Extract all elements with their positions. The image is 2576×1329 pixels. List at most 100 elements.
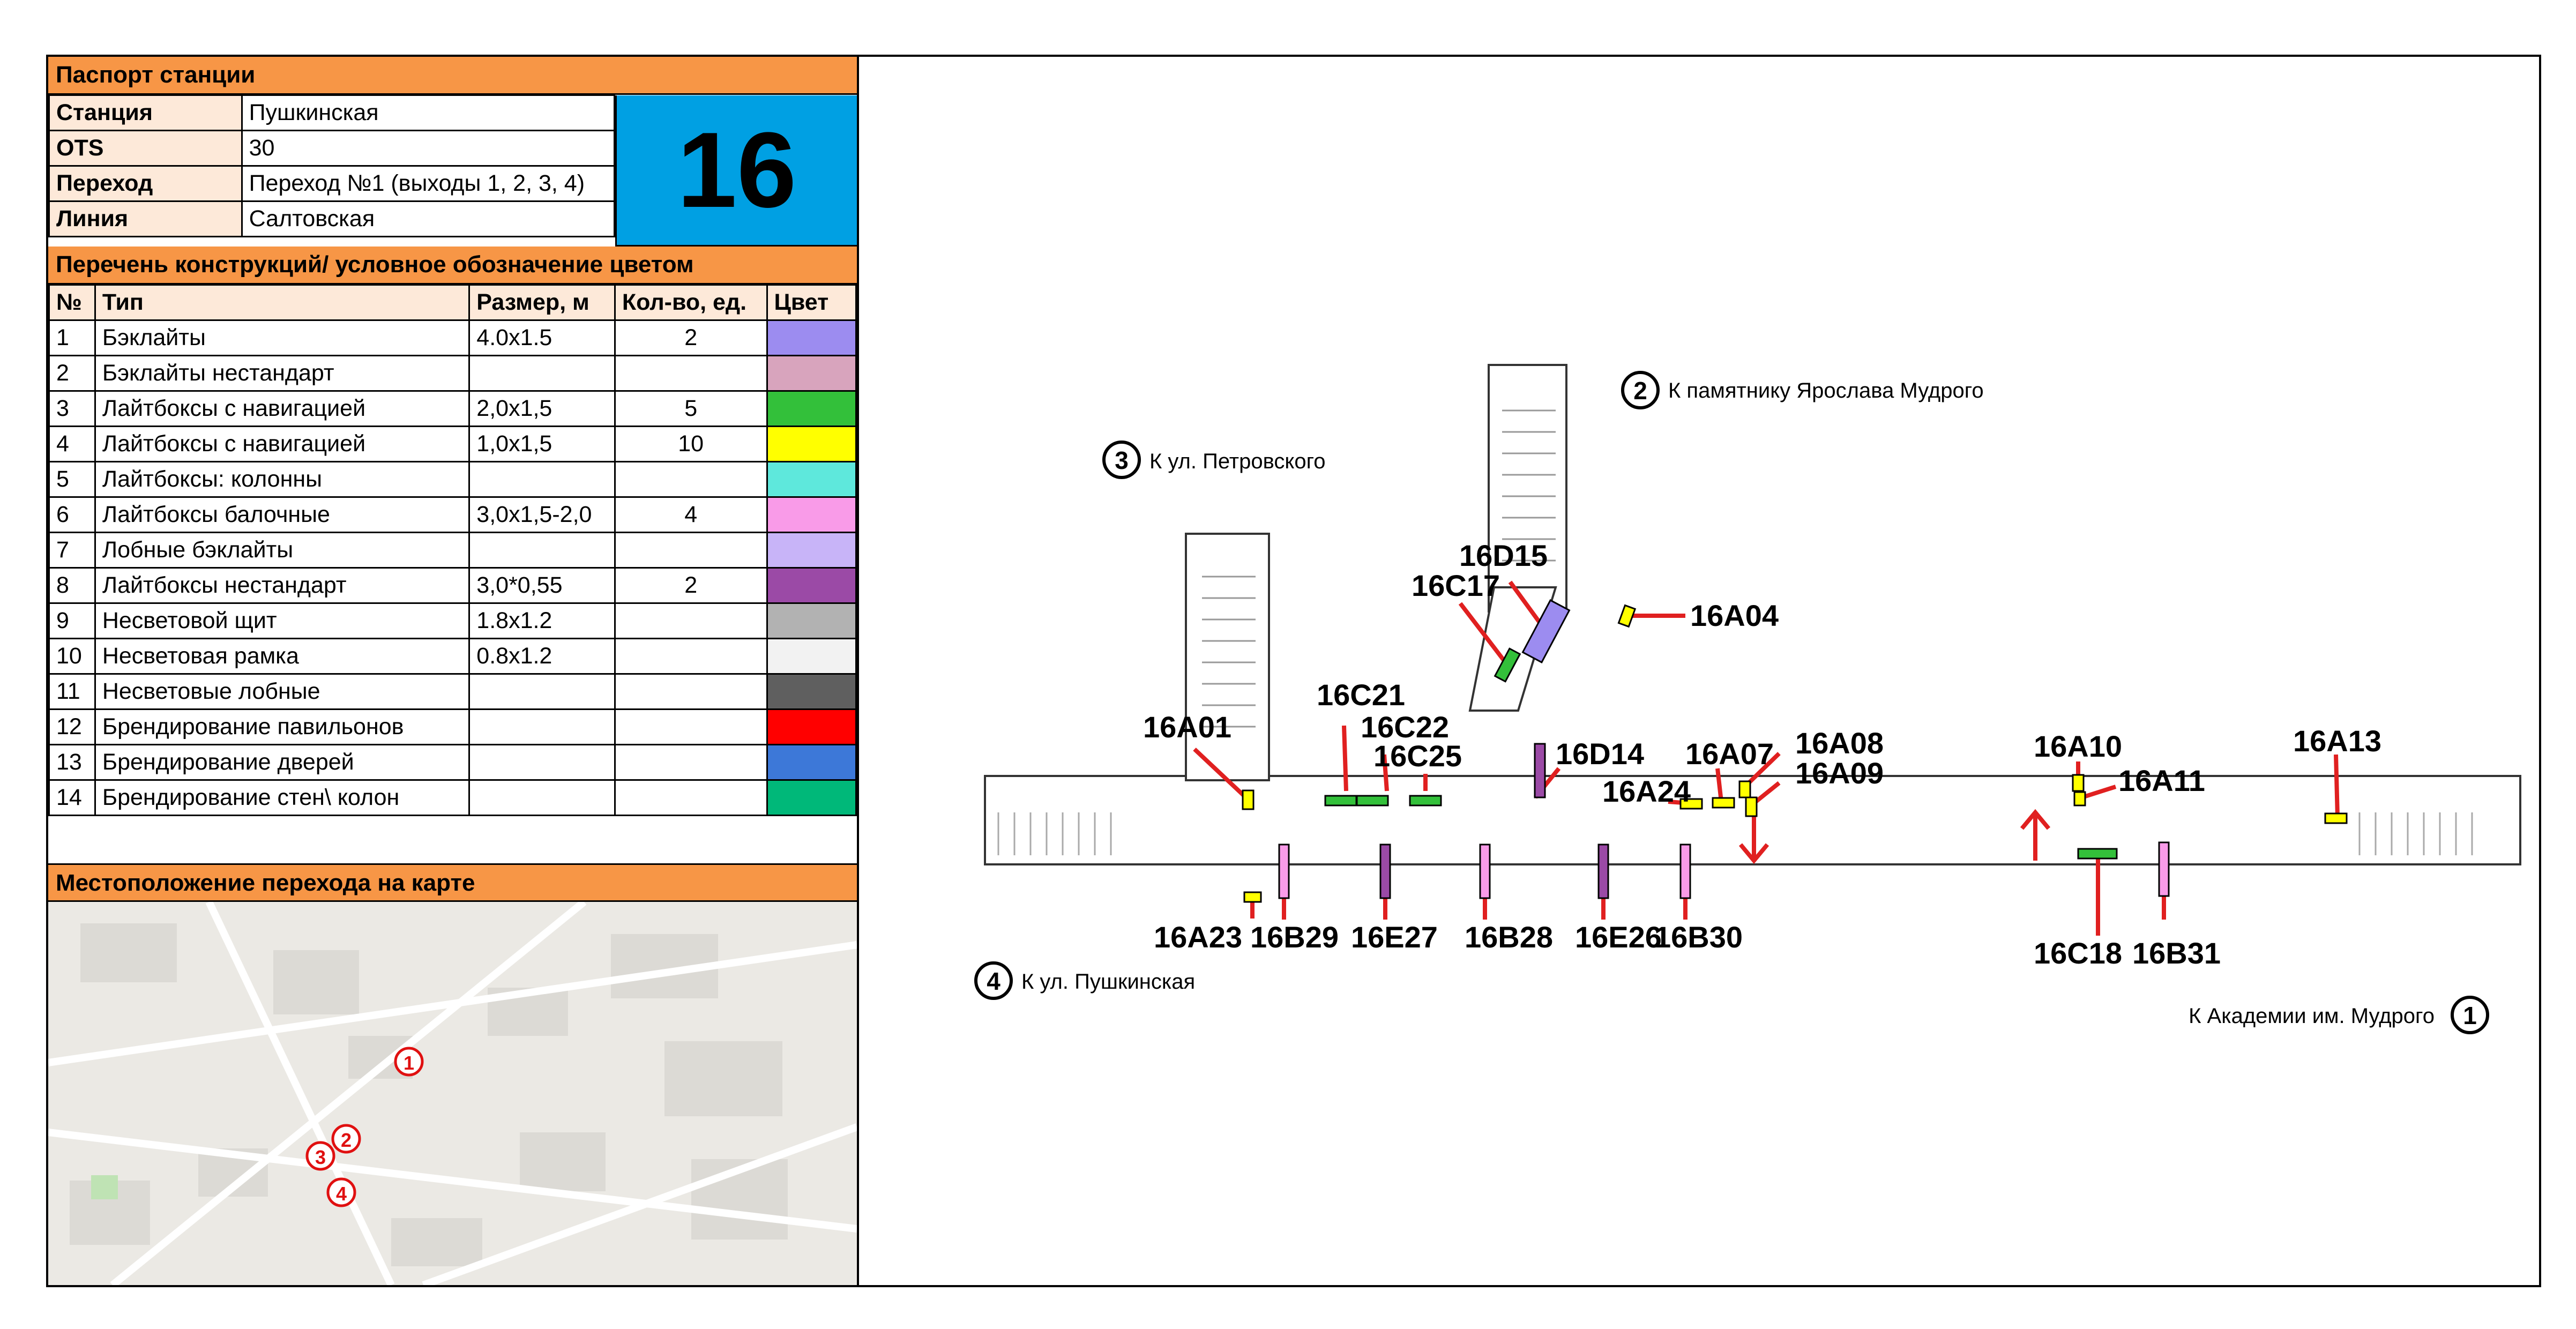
row-type: Лайтбоксы с навигацией	[94, 390, 471, 427]
row-qty: 2	[614, 319, 768, 356]
color-swatch	[766, 355, 857, 392]
label-16A23: 16A23	[1154, 920, 1242, 954]
svg-text:3: 3	[315, 1146, 326, 1168]
row-size	[468, 779, 616, 816]
row-number: 1	[48, 319, 96, 356]
marker-16A04	[1617, 604, 1637, 628]
col-header-number: №	[48, 284, 96, 321]
marker-16A10	[2072, 774, 2085, 792]
field-value: Салтовская	[241, 200, 616, 237]
row-number: 5	[48, 461, 96, 498]
svg-text:К ул. Петровского: К ул. Петровского	[1149, 450, 1326, 473]
row-type: Несветовые лобные	[94, 673, 471, 710]
marker-16A11	[2073, 791, 2086, 807]
row-qty	[614, 638, 768, 675]
row-type: Лобные бэклайты	[94, 532, 471, 569]
row-number: 12	[48, 708, 96, 745]
row-size: 1,0x1,5	[468, 425, 616, 462]
row-size	[468, 744, 616, 781]
plan-stairs	[997, 812, 2473, 855]
marker-16A08	[1738, 780, 1751, 798]
marker-16A13	[2324, 812, 2348, 824]
label-16A24: 16A24	[1602, 774, 1691, 808]
row-number: 10	[48, 638, 96, 675]
marker-16C22	[1356, 795, 1389, 807]
marker-16C17	[1494, 647, 1521, 683]
col-header-qty: Кол-во, ед.	[614, 284, 768, 321]
row-size: 3,0*0,55	[468, 567, 616, 604]
constructions-header: Перечень конструкций/ условное обозначен…	[48, 247, 857, 285]
label-16B31: 16B31	[2132, 936, 2221, 970]
color-swatch	[766, 496, 857, 533]
marker-16B29	[1278, 843, 1290, 899]
passport-row: Переход Переход №1 (выходы 1, 2, 3, 4)	[48, 165, 616, 202]
svg-text:2: 2	[1633, 377, 1647, 405]
color-swatch	[766, 602, 857, 639]
row-number: 11	[48, 673, 96, 710]
row-number: 9	[48, 602, 96, 639]
row-type: Брендирование павильонов	[94, 708, 471, 745]
passport-table: Станция Пушкинская OTS 30 Переход Перехо…	[48, 94, 616, 237]
marker-16D14	[1534, 743, 1546, 798]
row-qty	[614, 602, 768, 639]
row-qty	[614, 461, 768, 498]
row-size: 1.8x1.2	[468, 602, 616, 639]
exit-1: 1 К Академии им. Мудрого	[2189, 996, 2489, 1034]
color-swatch	[766, 567, 857, 604]
svg-text:2: 2	[341, 1129, 352, 1151]
label-16C18: 16C18	[2034, 936, 2122, 970]
label-16B30: 16B30	[1654, 920, 1743, 954]
row-type: Лайтбоксы: колонны	[94, 461, 471, 498]
col-header-type: Тип	[94, 284, 471, 321]
direction-arrows	[1738, 809, 2051, 864]
row-number: 4	[48, 425, 96, 462]
label-16A01: 16A01	[1143, 710, 1231, 744]
col-header-color: Цвет	[766, 284, 857, 321]
label-16A13: 16A13	[2293, 724, 2381, 758]
marker-16E26	[1597, 843, 1609, 899]
leader-lines	[1193, 580, 2340, 936]
row-number: 8	[48, 567, 96, 604]
label-16B28: 16B28	[1465, 920, 1553, 954]
construction-labels: 16D15 16C17 16A04 16A01 16C21 16C22 16C2…	[1143, 539, 2381, 970]
passport-row: Линия Салтовская	[48, 200, 616, 237]
arrow-up-icon	[2020, 809, 2051, 861]
marker-16C25	[1409, 795, 1442, 807]
exit-4: 4 К ул. Пушкинская	[974, 961, 1195, 1000]
arrow-down-icon	[1738, 812, 1769, 864]
row-qty	[614, 532, 768, 569]
label-16D15: 16D15	[1459, 539, 1548, 572]
marker-16B28	[1479, 843, 1491, 899]
exit-2: 2 К памятнику Ярослава Мудрого	[1621, 371, 1984, 409]
row-number: 13	[48, 744, 96, 781]
label-16A04: 16A04	[1690, 599, 1779, 632]
row-type: Брендирование стен\ колон	[94, 779, 471, 816]
plan-hatching	[1202, 409, 1556, 728]
row-qty	[614, 708, 768, 745]
row-qty	[614, 673, 768, 710]
marker-16D15	[1521, 599, 1571, 663]
svg-text:4: 4	[336, 1183, 347, 1205]
label-16D14: 16D14	[1556, 737, 1644, 771]
row-size: 0.8x1.2	[468, 638, 616, 675]
color-swatch	[766, 744, 857, 781]
marker-16A01	[1242, 789, 1255, 810]
row-size	[468, 355, 616, 392]
label-16A11: 16A11	[2118, 764, 2205, 797]
row-qty: 5	[614, 390, 768, 427]
marker-16A07	[1712, 797, 1735, 809]
color-swatch	[766, 673, 857, 710]
svg-text:1: 1	[2463, 1002, 2477, 1029]
marker-16E27	[1379, 843, 1391, 899]
row-type: Несветовой щит	[94, 602, 471, 639]
col-header-size: Размер, м	[468, 284, 616, 321]
row-qty: 2	[614, 567, 768, 604]
label-16A10: 16A10	[2034, 729, 2122, 763]
